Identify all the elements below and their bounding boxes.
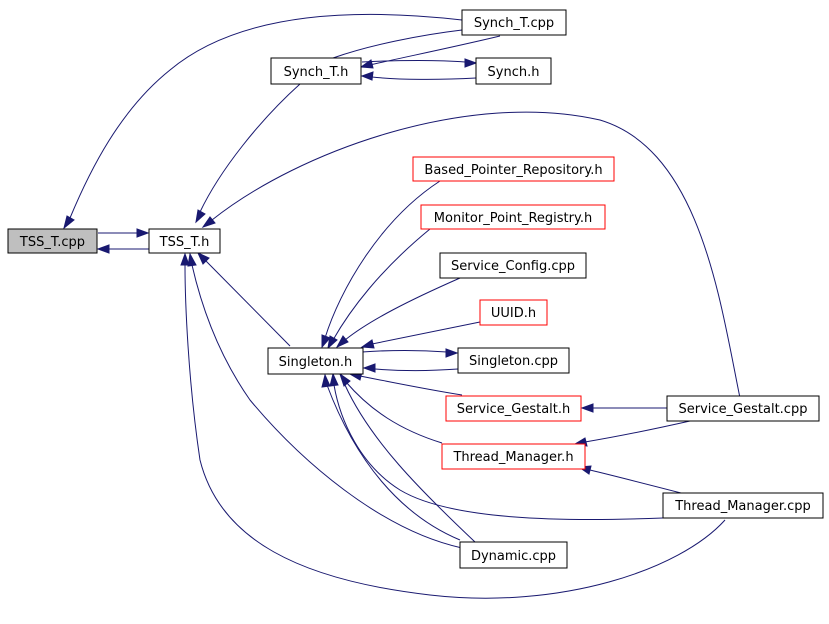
arrowhead-singleton-h-from-singleton-cpp [362, 363, 376, 373]
node-tss-t-cpp[interactable]: TSS_T.cpp [7, 228, 98, 254]
arrowhead-synch-h [464, 58, 478, 68]
node-singleton-h[interactable]: Singleton.h [267, 347, 364, 375]
arrowhead-tss-t-h-from-gestalt [201, 216, 216, 228]
node-thread-manager-cpp[interactable]: Thread_Manager.cpp [662, 492, 824, 519]
edge-synch-t-h-to-tss-t-h [199, 83, 301, 213]
node-synch-t-h[interactable]: Synch_T.h [270, 57, 362, 85]
edge-singleton-h-to-tss-t-h [204, 259, 291, 347]
arrowhead-singleton-from-dynamic [321, 373, 331, 388]
edge-singleton-cpp-to-singleton-h [374, 368, 459, 371]
edge-singleton-h-to-singleton-cpp [361, 350, 448, 353]
edge-synch-t-cpp-to-tss-t-cpp [69, 13, 463, 219]
edge-dynamic-cpp-to-singleton-h [344, 384, 476, 543]
edge-based-pointer-repository-h-to-singleton-h [324, 180, 441, 339]
edge-thread-manager-cpp-to-tss-t-h [184, 264, 726, 599]
arrowhead-tss-t-cpp-top [63, 215, 75, 230]
arrowhead-singleton-from-based [321, 334, 331, 349]
arrowhead-tss-t-h-from-synch-t-h [195, 209, 206, 224]
arrowhead-tss-t-h-from-thread-manager [180, 252, 190, 266]
edge-monitor-point-registry-h-to-singleton-h [332, 228, 431, 341]
node-monitor-point-registry-h[interactable]: Monitor_Point_Registry.h [420, 204, 606, 230]
edge-layer [63, 13, 741, 599]
node-label: Monitor_Point_Registry.h [434, 211, 592, 226]
node-label: Dynamic.cpp [471, 549, 556, 564]
node-label: Synch_T.h [284, 65, 349, 80]
edge-synch-t-h-to-synch-t-cpp [332, 29, 463, 59]
edge-dynamic-cpp-to-singleton-h-2 [326, 384, 461, 541]
arrowhead-service-gestalt-h [580, 403, 594, 413]
arrowhead-tss-t-h-from-singleton [196, 251, 210, 265]
node-label: TSS_T.cpp [19, 235, 85, 250]
arrowhead-synch-t-h-from-synch-h [360, 71, 374, 81]
node-dynamic-cpp[interactable]: Dynamic.cpp [459, 541, 568, 569]
node-label: Based_Pointer_Repository.h [424, 163, 602, 178]
arrowhead-singleton-from-monitor [327, 335, 338, 350]
edge-service-gestalt-h-to-singleton-h [359, 375, 463, 396]
node-service-config-cpp[interactable]: Service_Config.cpp [439, 252, 587, 279]
node-service-gestalt-cpp[interactable]: Service_Gestalt.cpp [666, 395, 820, 422]
edge-service-config-cpp-to-singleton-h [344, 277, 461, 341]
edge-synch-t-cpp-to-synch-t-h [369, 35, 501, 66]
arrowhead-singleton-from-service-config [335, 335, 349, 349]
edge-synch-h-to-synch-t-h [371, 76, 477, 80]
edge-thread-manager-h-to-singleton-h [345, 381, 443, 444]
edge-service-gestalt-cpp-to-tss-t-h [211, 111, 741, 399]
node-thread-manager-h[interactable]: Thread_Manager.h [441, 443, 586, 470]
edge-service-gestalt-cpp-to-thread-manager-h [584, 420, 691, 443]
arrowhead-tss-t-h-from-dynamic [187, 252, 197, 267]
node-label: Thread_Manager.h [452, 450, 573, 465]
arrowhead-singleton-from-thread-manager-cpp [329, 372, 339, 387]
edge-synch-t-h-to-synch-h [361, 60, 466, 63]
edge-dynamic-cpp-to-tss-t-h [191, 264, 463, 549]
node-tss-t-h[interactable]: TSS_T.h [148, 228, 221, 254]
node-synch-t-cpp[interactable]: Synch_T.cpp [461, 9, 567, 36]
node-label: Service_Config.cpp [451, 259, 575, 274]
node-label: UUID.h [491, 306, 536, 321]
node-singleton-cpp[interactable]: Singleton.cpp [457, 347, 570, 374]
node-uuid-h[interactable]: UUID.h [479, 299, 548, 326]
node-label: Synch.h [488, 65, 540, 80]
node-label: Synch_T.cpp [474, 16, 554, 31]
node-service-gestalt-h[interactable]: Service_Gestalt.h [445, 395, 582, 422]
node-layer: TSS_T.cpp TSS_T.h Synch_T.h Synch_T.cpp … [7, 9, 824, 569]
arrowhead-tss-t-cpp [96, 244, 110, 254]
arrowhead-tss-t-h [136, 228, 150, 238]
node-label: Service_Gestalt.cpp [679, 402, 808, 417]
node-label: Singleton.cpp [469, 354, 558, 369]
node-synch-h[interactable]: Synch.h [475, 57, 552, 85]
node-label: Singleton.h [279, 355, 353, 370]
arrowhead-singleton-cpp [445, 348, 459, 358]
node-based-pointer-repository-h[interactable]: Based_Pointer_Repository.h [412, 156, 615, 182]
node-label: Thread_Manager.cpp [674, 499, 811, 514]
edge-uuid-h-to-singleton-h [371, 321, 481, 345]
arrowhead-singleton-from-uuid [360, 339, 375, 349]
edge-thread-manager-cpp-to-singleton-h [333, 384, 664, 521]
edge-thread-manager-cpp-to-thread-manager-h [589, 469, 686, 495]
node-label: Service_Gestalt.h [457, 402, 571, 417]
arrowhead-singleton-from-thread-manager-h [339, 372, 351, 387]
node-label: TSS_T.h [159, 235, 210, 250]
